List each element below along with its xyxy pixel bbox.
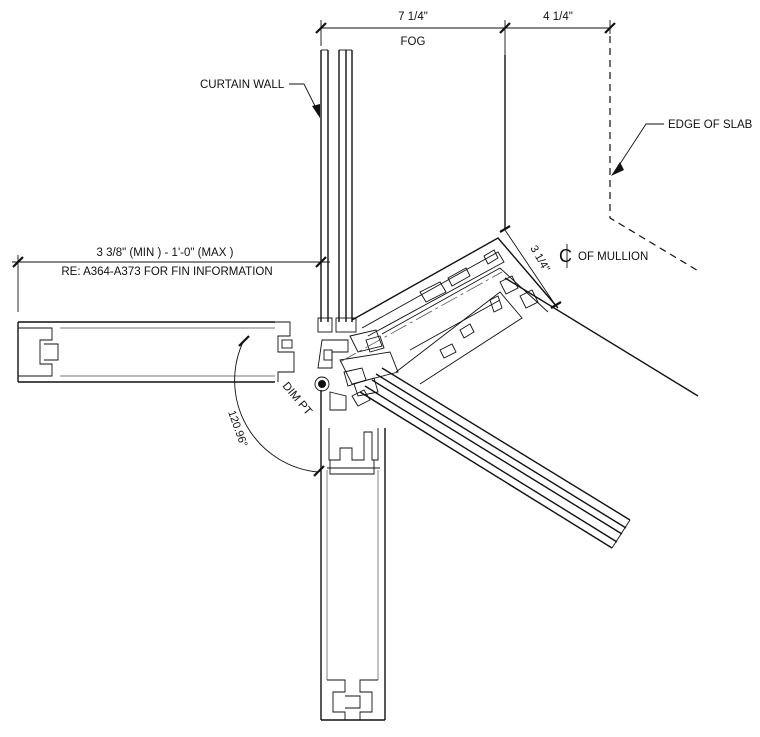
dim-4-1-4-label: 4 1/4" (543, 11, 573, 23)
top-dimension-string: 7 1/4" 4 1/4" FOG (315, 11, 616, 58)
dim-pt-label: DIM PT (280, 380, 314, 418)
angled-mullion-body (351, 237, 559, 385)
fin-note-label: RE: A364-A373 FOR FIN INFORMATION (61, 266, 272, 278)
horizontal-fin (17, 321, 295, 383)
fin-dimension: 3 3/8" (MIN ) - 1'-0" (MAX ) RE: A364-A3… (12, 247, 330, 312)
dim-7-1-4-label: 7 1/4" (398, 11, 428, 23)
edge-of-slab-callout: EDGE OF SLAB (611, 119, 753, 176)
central-mullion-core (317, 329, 399, 411)
centerline-symbol: C (559, 246, 572, 266)
edge-of-slab-line (609, 36, 701, 273)
curtain-wall-glazing (317, 49, 357, 333)
mullion-centerline (339, 271, 503, 363)
curtain-wall-callout: CURTAIN WALL (200, 79, 320, 118)
fin-range-label: 3 3/8" (MIN ) - 1'-0" (MAX ) (97, 247, 234, 259)
of-mullion-label: OF MULLION (578, 251, 648, 263)
angled-glazing (351, 367, 631, 549)
angle-label: 120.96° (225, 409, 249, 449)
edge-of-slab-label: EDGE OF SLAB (668, 119, 753, 131)
centerline-of-mullion-callout: C OF MULLION (559, 244, 648, 268)
vertical-mullion (320, 390, 386, 721)
curtain-wall-label: CURTAIN WALL (200, 79, 285, 91)
interior-return-line (504, 277, 699, 397)
fog-label: FOG (401, 36, 426, 48)
